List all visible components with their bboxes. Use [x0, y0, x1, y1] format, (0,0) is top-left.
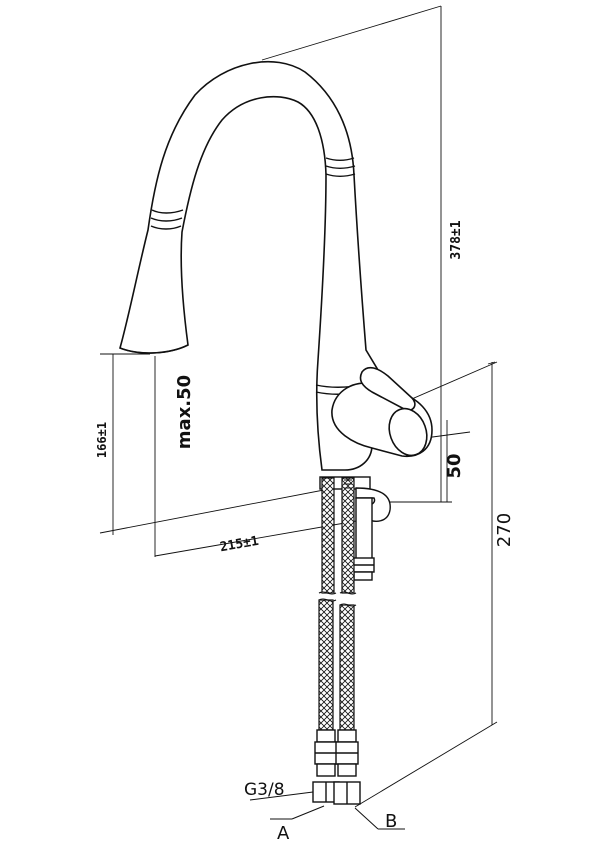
hose-a: [318, 477, 335, 731]
dim-50: 50: [444, 453, 465, 478]
label-b: B: [385, 811, 397, 832]
dim-max-50: max.50: [174, 375, 195, 449]
hose-break-marks: [318, 591, 357, 607]
dim-166: 166±1: [95, 422, 109, 458]
hose-b: [339, 477, 355, 731]
hose-fittings: [312, 729, 361, 805]
mixer-body: [331, 366, 433, 458]
dim-270: 270: [494, 513, 515, 547]
dimension-lines: [99, 5, 498, 808]
label-leaders: [249, 791, 405, 830]
label-a: A: [277, 823, 290, 843]
dim-215: 215±1: [219, 534, 260, 556]
spray-head-outlet: [119, 344, 189, 354]
dim-378: 378±1: [449, 220, 464, 259]
spout: [119, 60, 379, 471]
label-thread: G3/8: [244, 780, 285, 800]
threaded-stud: [344, 479, 352, 489]
